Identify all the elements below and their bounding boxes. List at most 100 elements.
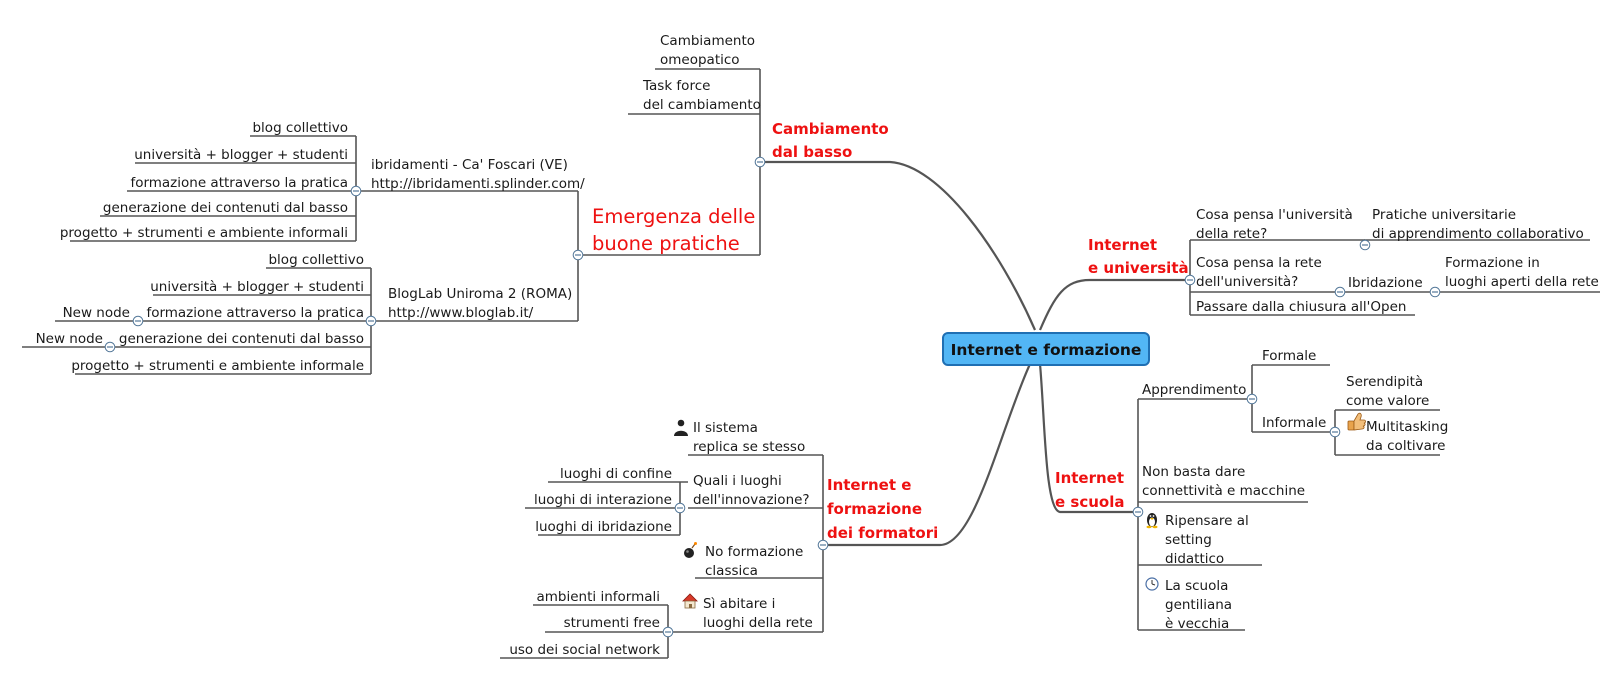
collapse-toggle-icon[interactable]: [1429, 286, 1441, 298]
list-item[interactable]: blog collettivo: [252, 120, 348, 136]
edge-central-scuola: [1038, 363, 1138, 514]
new-node-1[interactable]: New node: [63, 305, 130, 321]
node-bloglab[interactable]: BlogLab Uniroma 2 (ROMA) http://www.blog…: [388, 286, 572, 321]
svg-text:da coltivare: da coltivare: [1366, 438, 1445, 454]
bomb-icon: [684, 542, 697, 558]
collapse-toggle-icon[interactable]: [1132, 506, 1144, 518]
list-item[interactable]: progetto + strumenti e ambiente informal…: [71, 358, 364, 374]
node-cosa-pensa-rete[interactable]: Cosa pensa la rete dell'università?: [1196, 255, 1322, 290]
svg-text:del cambiamento: del cambiamento: [643, 97, 761, 113]
svg-text:BlogLab Uniroma 2 (ROMA): BlogLab Uniroma 2 (ROMA): [388, 286, 572, 302]
svg-text:connettività e macchine: connettività e macchine: [1142, 483, 1305, 499]
svg-text:Quali i luoghi: Quali i luoghi: [693, 473, 782, 489]
svg-text:Formale: Formale: [1262, 348, 1316, 364]
svg-text:replica se stesso: replica se stesso: [693, 439, 805, 455]
node-quali-luoghi[interactable]: Quali i luoghi dell'innovazione?: [693, 473, 810, 508]
node-cambiamento-dal-basso[interactable]: Cambiamento dal basso: [772, 120, 889, 161]
collapse-toggle-icon[interactable]: [674, 502, 686, 514]
collapse-toggle-icon[interactable]: [662, 626, 674, 638]
edge-central-universita: [1038, 278, 1190, 331]
node-cosa-pensa-universita[interactable]: Cosa pensa l'università della rete?: [1196, 207, 1353, 242]
list-item[interactable]: università + blogger + studenti: [134, 147, 348, 163]
node-task-force[interactable]: Task force del cambiamento: [642, 78, 761, 113]
collapse-toggle-icon[interactable]: [1334, 286, 1346, 298]
svg-text:Cosa pensa l'università: Cosa pensa l'università: [1196, 207, 1353, 223]
svg-text:Il sistema: Il sistema: [693, 420, 758, 436]
node-ibridamenti[interactable]: ibridamenti - Ca' Foscari (VE) http://ib…: [371, 157, 585, 192]
list-item[interactable]: blog collettivo: [268, 252, 364, 268]
node-formale[interactable]: Formale: [1262, 348, 1316, 364]
svg-text:e università: e università: [1088, 259, 1189, 277]
svg-text:luoghi aperti della rete: luoghi aperti della rete: [1445, 274, 1599, 290]
svg-text:classica: classica: [705, 563, 758, 579]
house-icon: [682, 593, 698, 609]
thumbs-up-icon: [1347, 412, 1366, 431]
node-multitasking[interactable]: Multitasking da coltivare: [1347, 412, 1448, 454]
node-emergenza-buone-pratiche[interactable]: Emergenza delle buone pratiche: [592, 205, 755, 255]
svg-text:Pratiche universitarie: Pratiche universitarie: [1372, 207, 1516, 223]
central-node[interactable]: Internet e formazione: [942, 332, 1150, 366]
svg-text:Cosa pensa la rete: Cosa pensa la rete: [1196, 255, 1322, 271]
svg-text:e scuola: e scuola: [1055, 493, 1124, 511]
node-apprendimento[interactable]: Apprendimento: [1142, 382, 1246, 398]
collapse-toggle-icon[interactable]: [817, 539, 829, 551]
collapse-toggle-icon[interactable]: [1184, 274, 1196, 286]
collapse-toggle-icon[interactable]: [754, 156, 766, 168]
node-ripensare-setting[interactable]: Ripensare al setting didattico: [1146, 513, 1249, 567]
collapse-toggle-icon[interactable]: [350, 185, 362, 197]
person-icon: [674, 419, 688, 436]
collapse-toggle-icon[interactable]: [1359, 239, 1371, 251]
list-item[interactable]: ambienti informali: [537, 589, 661, 605]
list-item[interactable]: progetto + strumenti e ambiente informal…: [60, 225, 348, 241]
list-item[interactable]: luoghi di interazione: [534, 492, 672, 508]
node-internet-formazione-formatori[interactable]: Internet e formazione dei formatori: [827, 476, 938, 542]
bloglab-items: blog collettivo università + blogger + s…: [36, 252, 364, 374]
svg-text:della rete?: della rete?: [1196, 226, 1267, 242]
node-ibridazione[interactable]: Ibridazione: [1348, 275, 1423, 291]
node-no-formazione-classica[interactable]: No formazione classica: [684, 542, 803, 579]
edges: [22, 68, 1600, 659]
central-node-label: Internet e formazione: [951, 341, 1142, 359]
node-si-abitare[interactable]: Sì abitare i luoghi della rete: [682, 593, 813, 631]
collapse-toggle-icon[interactable]: [365, 315, 377, 327]
node-il-sistema[interactable]: Il sistema replica se stesso: [674, 419, 805, 455]
node-formazione-luoghi-aperti[interactable]: Formazione in luoghi aperti della rete: [1445, 255, 1599, 290]
svg-text:http://www.bloglab.it/: http://www.bloglab.it/: [388, 305, 534, 321]
luoghi-items: luoghi di confine luoghi di interazione …: [534, 466, 672, 535]
list-item[interactable]: luoghi di ibridazione: [535, 519, 672, 535]
list-item[interactable]: generazione dei contenuti dal basso: [119, 331, 364, 347]
list-item[interactable]: università + blogger + studenti: [150, 279, 364, 295]
list-item[interactable]: strumenti free: [564, 615, 660, 631]
penguin-icon: [1146, 513, 1158, 529]
node-serendipita[interactable]: Serendipità come valore: [1346, 374, 1429, 409]
svg-text:luoghi della rete: luoghi della rete: [703, 615, 813, 631]
svg-text:come valore: come valore: [1346, 393, 1429, 409]
list-item[interactable]: formazione attraverso la pratica: [130, 175, 348, 191]
node-informale[interactable]: Informale: [1262, 415, 1326, 431]
list-item[interactable]: generazione dei contenuti dal basso: [103, 200, 348, 216]
node-pratiche-universitarie[interactable]: Pratiche universitarie di apprendimento …: [1372, 207, 1584, 242]
svg-text:Ripensare al: Ripensare al: [1165, 513, 1249, 529]
svg-text:Cambiamento: Cambiamento: [660, 33, 755, 49]
collapse-toggle-icon[interactable]: [1329, 426, 1341, 438]
svg-text:Passare dalla chiusura all'Ope: Passare dalla chiusura all'Open: [1196, 299, 1406, 315]
node-scuola-gentiliana[interactable]: La scuola gentiliana è vecchia: [1145, 577, 1232, 632]
collapse-toggles: [104, 156, 1441, 638]
svg-text:Internet: Internet: [1055, 469, 1124, 487]
collapse-toggle-icon[interactable]: [572, 249, 584, 261]
cambiamento-title-line2: dal basso: [772, 143, 852, 161]
node-internet-universita[interactable]: Internet e università: [1088, 236, 1189, 277]
list-item[interactable]: luoghi di confine: [560, 466, 672, 482]
node-non-basta-dare[interactable]: Non basta dare connettività e macchine: [1142, 464, 1305, 499]
collapse-toggle-icon[interactable]: [104, 341, 116, 353]
new-node-2[interactable]: New node: [36, 331, 103, 347]
svg-text:dell'università?: dell'università?: [1196, 274, 1298, 290]
node-passare-open[interactable]: Passare dalla chiusura all'Open: [1196, 299, 1406, 315]
collapse-toggle-icon[interactable]: [1246, 393, 1258, 405]
node-internet-scuola[interactable]: Internet e scuola: [1055, 469, 1124, 511]
collapse-toggle-icon[interactable]: [132, 315, 144, 327]
list-item[interactable]: uso dei social network: [509, 642, 660, 658]
node-cambiamento-omeopatico[interactable]: Cambiamento omeopatico: [660, 33, 755, 68]
list-item[interactable]: formazione attraverso la pratica: [146, 305, 364, 321]
